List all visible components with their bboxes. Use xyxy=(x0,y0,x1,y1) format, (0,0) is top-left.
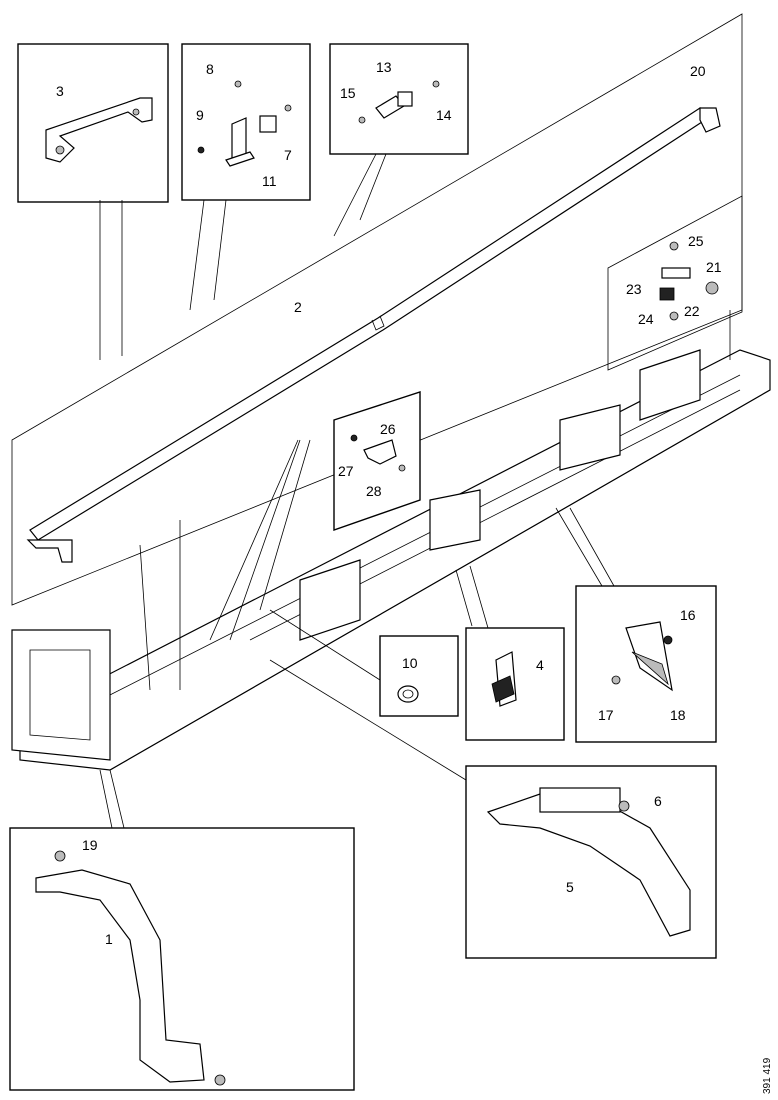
inset-bracket-3 xyxy=(17,43,169,203)
callout-27: 27 xyxy=(338,463,354,479)
callout-10: 10 xyxy=(402,655,418,671)
callout-25: 25 xyxy=(688,233,704,249)
clamp-panel xyxy=(607,195,743,371)
callout-13: 13 xyxy=(376,59,392,75)
callout-3: 3 xyxy=(56,83,64,99)
inset-hose-1 xyxy=(9,827,355,1091)
callout-1: 1 xyxy=(105,931,113,947)
callout-21: 21 xyxy=(706,259,722,275)
inset-grommet-10 xyxy=(379,635,459,717)
inset-guard-18 xyxy=(575,585,717,743)
callout-26: 26 xyxy=(380,421,396,437)
callout-22: 22 xyxy=(684,303,700,319)
reference-number: 391 419 xyxy=(762,1057,773,1094)
callout-4: 4 xyxy=(536,657,544,673)
inset-cover-5 xyxy=(465,765,717,959)
callout-2: 2 xyxy=(294,299,302,315)
callout-28: 28 xyxy=(366,483,382,499)
callout-17: 17 xyxy=(598,707,614,723)
callout-11: 11 xyxy=(262,173,277,189)
callout-15: 15 xyxy=(340,85,356,101)
callout-14: 14 xyxy=(436,107,452,123)
callout-labels: 1 2 3 4 5 6 7 8 9 10 11 13 14 15 16 17 1… xyxy=(56,59,773,1094)
callout-8: 8 xyxy=(206,61,214,77)
chassis-frame xyxy=(11,349,771,771)
callout-19: 19 xyxy=(82,837,98,853)
callout-23: 23 xyxy=(626,281,642,297)
callout-20: 20 xyxy=(690,63,706,79)
rail-panel xyxy=(11,13,743,606)
callout-18: 18 xyxy=(670,707,686,723)
callout-16: 16 xyxy=(680,607,696,623)
callout-5: 5 xyxy=(566,879,574,895)
inset-bracket-26 xyxy=(333,391,421,531)
inset-bracket-11 xyxy=(181,43,311,201)
callout-24: 24 xyxy=(638,311,654,327)
callout-7: 7 xyxy=(284,147,292,163)
callout-9: 9 xyxy=(196,107,204,123)
leader-lines xyxy=(99,153,731,829)
inset-clip-13 xyxy=(329,43,469,155)
inset-clip-4 xyxy=(465,627,565,741)
callout-6: 6 xyxy=(654,793,662,809)
